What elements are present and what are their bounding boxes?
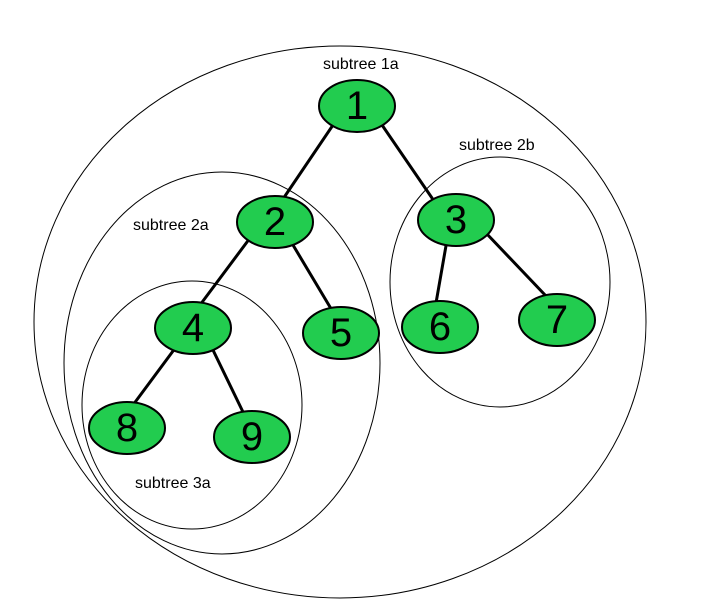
tree-node-5: 5 <box>302 306 380 360</box>
node-8-label: 8 <box>116 406 138 450</box>
tree-node-9: 9 <box>213 410 291 464</box>
node-6-label: 6 <box>429 305 451 349</box>
subtree-2a-label: subtree 2a <box>133 217 209 234</box>
subtree-3a-label: subtree 3a <box>135 475 211 492</box>
tree-node-2: 2 <box>236 195 314 249</box>
edge-1-2 <box>283 123 335 198</box>
node-4-shape <box>154 301 232 355</box>
subtree-1a-region <box>33 45 647 599</box>
subtree-2a-region <box>63 171 381 555</box>
node-3-shape <box>417 193 495 247</box>
node-1-label: 1 <box>346 84 368 128</box>
node-4-label: 4 <box>182 306 204 350</box>
tree-node-6: 6 <box>401 300 479 354</box>
edge-3-7 <box>484 231 548 298</box>
subtree-2b-label: subtree 2b <box>459 137 535 154</box>
node-7-shape <box>518 293 596 347</box>
node-9-shape <box>213 410 291 464</box>
edge-2-5 <box>288 238 335 314</box>
tree-node-8: 8 <box>88 401 166 455</box>
subtree-3a-region <box>81 280 303 530</box>
subtree-1a-label: subtree 1a <box>323 56 399 73</box>
edge-4-8 <box>131 345 178 407</box>
node-9-label: 9 <box>241 415 263 459</box>
tree-node-7: 7 <box>518 293 596 347</box>
edge-3-6 <box>434 238 449 305</box>
node-1-shape <box>318 79 396 133</box>
node-5-label: 5 <box>330 311 352 355</box>
tree-node-1: 1 <box>318 79 396 133</box>
node-3-label: 3 <box>445 198 467 242</box>
node-8-shape <box>88 401 166 455</box>
edge-2-4 <box>198 236 252 307</box>
node-5-shape <box>302 306 380 360</box>
node-2-label: 2 <box>264 200 286 244</box>
node-2-shape <box>236 195 314 249</box>
edge-4-9 <box>210 346 245 414</box>
node-7-label: 7 <box>546 298 568 342</box>
subtree-2b-region <box>389 156 611 408</box>
tree-edges <box>131 123 548 414</box>
tree-node-3: 3 <box>417 193 495 247</box>
node-6-shape <box>401 300 479 354</box>
tree-node-4: 4 <box>154 301 232 355</box>
edge-1-3 <box>380 123 434 200</box>
